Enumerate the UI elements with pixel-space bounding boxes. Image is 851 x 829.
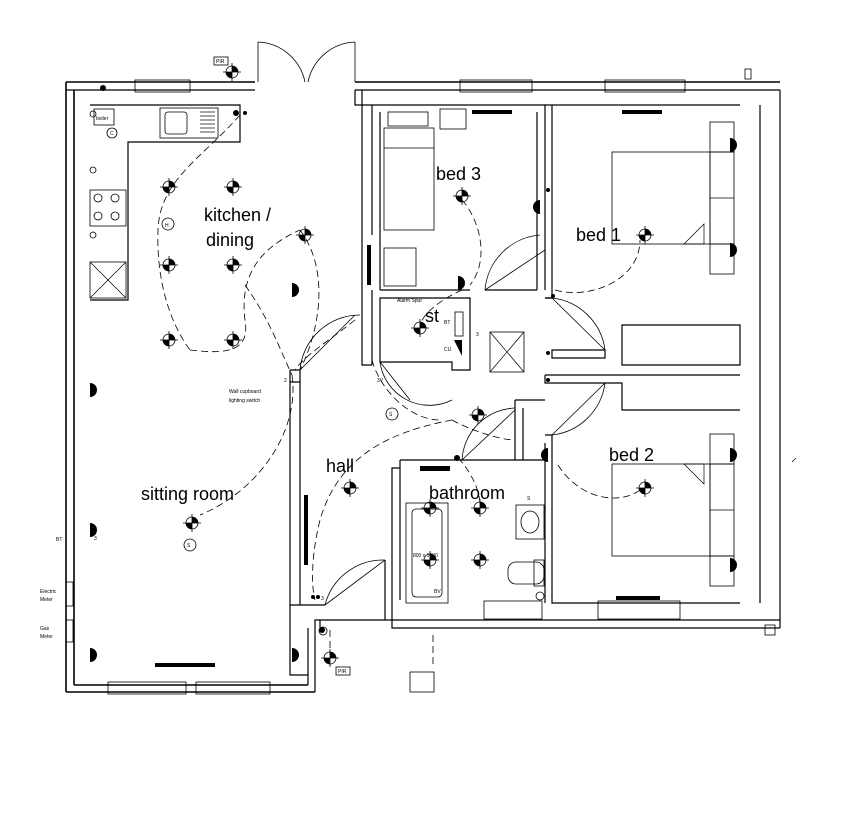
switch-3v-label: 3V bbox=[377, 378, 384, 384]
annotations: Wall cupboard lighting switch 2 BT Elect… bbox=[40, 56, 399, 676]
hall-switch-label: 3 bbox=[321, 596, 324, 602]
beds bbox=[383, 108, 735, 587]
wall-sockets bbox=[90, 85, 737, 662]
room-label-store: st bbox=[425, 306, 439, 326]
room-labels: kitchen / dining bed 3 bed 1 st hall bed… bbox=[141, 164, 654, 504]
radiators bbox=[155, 110, 662, 667]
pir-top-label: PIR bbox=[216, 59, 225, 65]
room-label-bed2: bed 2 bbox=[609, 445, 654, 465]
smoke-hall-label: S bbox=[389, 412, 393, 418]
store-switch-label: 3 bbox=[476, 332, 479, 338]
room-label-bed3: bed 3 bbox=[436, 164, 481, 184]
internal-walls bbox=[289, 90, 741, 676]
store-fixtures: Alarm Spur BT CU 3 3V bbox=[377, 298, 525, 384]
wall-cupboard-label-line1: Wall cupboard bbox=[229, 389, 261, 395]
room-label-bathroom: bathroom bbox=[429, 483, 505, 503]
electric-meter-label-line2: Meter bbox=[40, 597, 53, 603]
gas-meter-label-line2: Meter bbox=[40, 634, 53, 640]
electric-meter-label-line1: Electric bbox=[40, 589, 57, 595]
room-label-kitchen-line2: dining bbox=[206, 230, 254, 250]
windows bbox=[107, 68, 776, 695]
alarm-spur-label: Alarm Spur bbox=[397, 298, 422, 304]
cu-label: CU bbox=[444, 347, 452, 353]
wall-cupboard-label-line2: lighting switch bbox=[229, 398, 260, 404]
doors bbox=[257, 41, 606, 693]
kitchen-units: boiler C H bbox=[89, 104, 241, 301]
front-switch-label: 3 bbox=[94, 536, 97, 542]
gas-meter-label-line1: Gas bbox=[40, 626, 50, 632]
bt-store-label: BT bbox=[444, 320, 450, 326]
smoke-living-label: S bbox=[187, 543, 191, 549]
heat-detector-label: H bbox=[165, 223, 169, 229]
room-label-kitchen-line1: kitchen / bbox=[204, 205, 271, 225]
cupboard-switch-label: 2 bbox=[284, 378, 287, 384]
right-edge-marks bbox=[546, 188, 797, 463]
outer-walls bbox=[65, 81, 781, 693]
pir-bottom-label: PIR bbox=[338, 669, 347, 675]
bt-living-label: BT bbox=[56, 537, 62, 543]
room-label-hall: hall bbox=[326, 456, 354, 476]
ceiling-lights bbox=[159, 62, 655, 668]
boiler-label: boiler bbox=[96, 116, 109, 122]
cooker-c-label: C bbox=[110, 131, 114, 137]
bv-label: BV bbox=[434, 589, 441, 595]
bath-socket-label: S bbox=[527, 496, 531, 502]
room-label-bed1: bed 1 bbox=[576, 225, 621, 245]
switch-wiring bbox=[157, 114, 641, 665]
room-label-sitting-room: sitting room bbox=[141, 484, 234, 504]
